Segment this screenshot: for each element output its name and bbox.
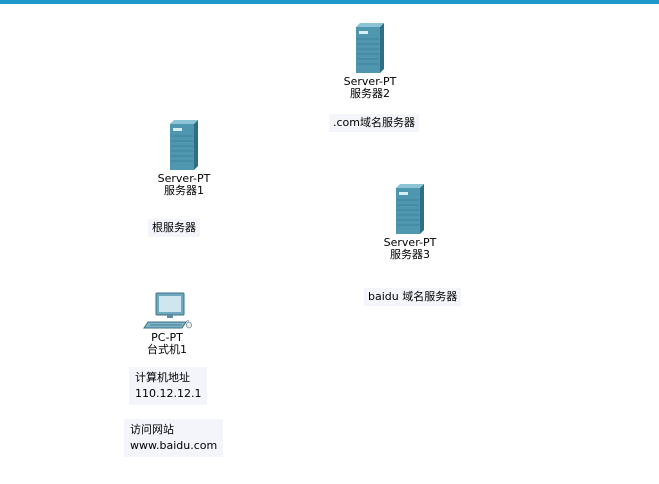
- server-icon: [356, 23, 384, 73]
- server-1-type-label: Server-PT: [157, 172, 211, 185]
- note-baidu-dns[interactable]: baidu 域名服务器: [364, 288, 462, 306]
- note-root-dns[interactable]: 根服务器: [148, 219, 200, 237]
- note-visit-site-value: www.baidu.com: [130, 439, 218, 452]
- server-3-type-label: Server-PT: [383, 236, 437, 249]
- server-3-name-label: 服务器3: [390, 248, 430, 261]
- server-2-type-label: Server-PT: [343, 75, 397, 88]
- note-visit-site-title: 访问网站: [130, 423, 174, 436]
- server-2-device[interactable]: Server-PT 服务器2: [335, 23, 405, 100]
- note-visit-site[interactable]: 访问网站 www.baidu.com: [124, 419, 224, 457]
- note-pc-address-value: 110.12.12.1: [135, 387, 202, 400]
- server-3-device[interactable]: Server-PT 服务器3: [375, 184, 445, 261]
- note-pc-address[interactable]: 计算机地址 110.12.12.1: [129, 367, 208, 405]
- note-pc-address-title: 计算机地址: [135, 371, 190, 384]
- pc-1-type-label: PC-PT: [151, 331, 183, 344]
- server-icon: [396, 184, 424, 234]
- top-accent-bar: [0, 0, 659, 4]
- pc-1-device[interactable]: PC-PT 台式机1: [132, 292, 202, 356]
- server-2-name-label: 服务器2: [350, 87, 390, 100]
- server-icon: [170, 120, 198, 170]
- pc-1-name-label: 台式机1: [147, 343, 187, 356]
- desktop-pc-icon: [143, 292, 192, 329]
- server-1-name-label: 服务器1: [164, 184, 204, 197]
- note-com-dns[interactable]: .com域名服务器: [329, 114, 419, 132]
- server-1-device[interactable]: Server-PT 服务器1: [149, 120, 219, 197]
